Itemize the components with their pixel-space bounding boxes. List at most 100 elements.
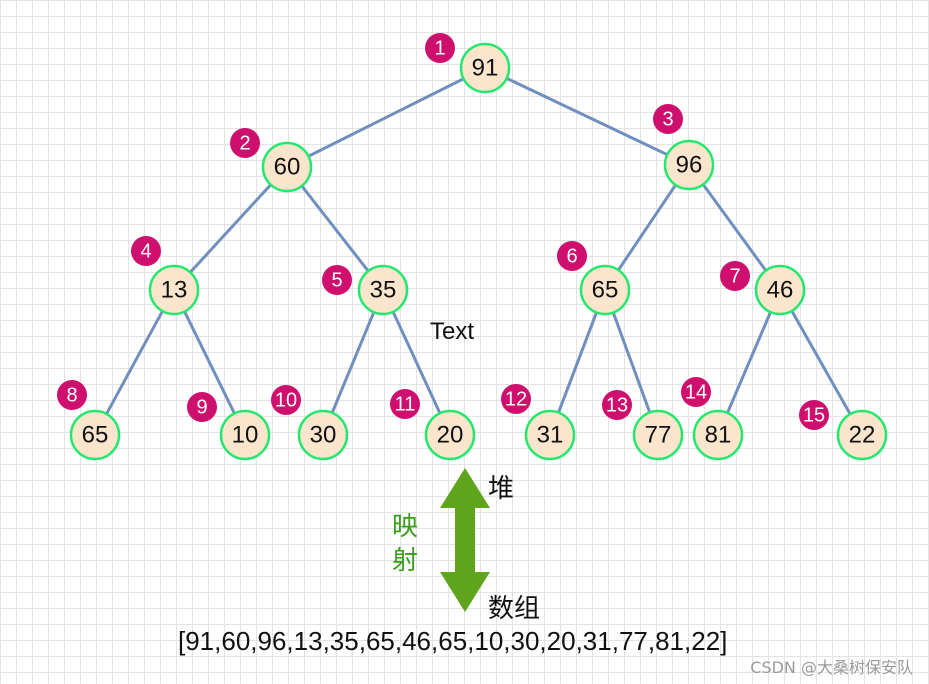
tree-node-circle	[836, 409, 888, 461]
index-badge: 3	[653, 104, 683, 134]
index-badge-circle	[187, 392, 217, 422]
watermark: CSDN @大桑树保安队	[750, 658, 913, 677]
tree-edge	[188, 183, 273, 274]
tree-node-circle	[297, 409, 349, 461]
tree-edge	[616, 183, 678, 272]
index-badge: 4	[131, 236, 161, 266]
tree-node-value: 13	[161, 276, 188, 303]
mapping-label: 映 射	[392, 510, 422, 578]
index-badge-label: 11	[395, 393, 416, 415]
index-badge-label: 14	[685, 381, 707, 403]
index-badge: 7	[720, 261, 750, 291]
index-badge: 12	[501, 384, 531, 414]
index-badge-circle	[557, 241, 587, 271]
tree-node-circle	[692, 409, 744, 461]
tree-node-circle	[219, 409, 271, 461]
tree-node-circle	[754, 264, 806, 316]
index-badge-label: 6	[566, 245, 577, 267]
tree-node-value: 20	[437, 421, 464, 448]
mapping-label-line1: 映	[392, 512, 419, 542]
tree-node: 10	[219, 409, 271, 461]
heap-label: 堆	[488, 474, 515, 504]
stray-text-label: Text	[430, 318, 475, 345]
tree-node: 77	[632, 409, 684, 461]
tree-edge	[790, 309, 852, 416]
index-badge-label: 5	[331, 269, 342, 291]
index-badge: 11	[390, 389, 420, 419]
tree-node-value: 31	[537, 421, 564, 448]
tree-edge	[725, 310, 773, 415]
tree-node-value: 46	[767, 276, 794, 303]
index-badge: 8	[57, 380, 87, 410]
tree-node-circle	[261, 141, 313, 193]
tree-node: 20	[424, 409, 476, 461]
tree-node-circle	[632, 409, 684, 461]
index-badge: 9	[187, 392, 217, 422]
tree-node-value: 10	[232, 421, 259, 448]
index-badge-label: 9	[196, 396, 207, 418]
tree-node-value: 77	[645, 421, 672, 448]
tree-node: 65	[579, 264, 631, 316]
tree-node-value: 60	[274, 153, 301, 180]
tree-node-value: 65	[592, 276, 619, 303]
tree-node-value: 30	[310, 421, 337, 448]
tree-node: 13	[148, 264, 200, 316]
tree-node-circle	[148, 264, 200, 316]
tree-node-circle	[663, 139, 715, 191]
tree-node-value: 35	[370, 276, 397, 303]
tree-edge	[330, 310, 376, 415]
index-badge-label: 3	[662, 108, 673, 130]
index-badge-label: 8	[66, 384, 77, 406]
tree-node: 81	[692, 409, 744, 461]
index-badge-label: 1	[434, 37, 445, 59]
tree-node-value: 81	[705, 421, 732, 448]
index-badge-label: 12	[505, 388, 527, 410]
tree-edge	[183, 310, 236, 415]
index-badge: 15	[799, 400, 829, 430]
tree-edge	[300, 184, 370, 273]
index-badge-circle	[131, 236, 161, 266]
index-badge-circle	[799, 400, 829, 430]
tree-node-value: 96	[676, 151, 703, 178]
tree-node-circle	[459, 42, 511, 94]
index-badge-label: 2	[239, 132, 250, 154]
index-badge-label: 4	[140, 240, 151, 262]
index-badge: 6	[557, 241, 587, 271]
tree-node: 46	[754, 264, 806, 316]
index-badge: 13	[602, 390, 632, 420]
tree-node: 65	[69, 409, 121, 461]
index-badge-label: 15	[803, 404, 825, 426]
index-badge-circle	[271, 385, 301, 415]
tree-node: 22	[836, 409, 888, 461]
tree-node: 30	[297, 409, 349, 461]
index-badge-label: 10	[275, 389, 297, 411]
tree-node-value: 22	[849, 421, 876, 448]
tree-edge	[391, 310, 442, 415]
tree-node-value: 91	[472, 54, 499, 81]
index-badge-circle	[57, 380, 87, 410]
tree-node-circle	[424, 409, 476, 461]
tree-node: 31	[524, 409, 576, 461]
index-badge-circle	[425, 33, 455, 63]
index-badge: 1	[425, 33, 455, 63]
index-badge-circle	[653, 104, 683, 134]
tree-node-circle	[524, 409, 576, 461]
tree-node-circle	[357, 264, 409, 316]
index-badge-circle	[681, 377, 711, 407]
array-representation: [91,60,96,13,35,65,46,65,10,30,20,31,77,…	[178, 626, 728, 656]
index-badge-circle	[230, 128, 260, 158]
array-label: 数组	[488, 594, 541, 624]
index-badge-circle	[501, 384, 531, 414]
mapping-label-line2: 射	[392, 546, 419, 576]
index-badge-circle	[322, 265, 352, 295]
tree-edge	[701, 182, 768, 273]
tree-node: 60	[261, 141, 313, 193]
index-badge-label: 7	[729, 265, 740, 287]
tree-node: 91	[459, 42, 511, 94]
index-badge-circle	[720, 261, 750, 291]
index-badge-label: 13	[606, 394, 628, 416]
index-badge: 14	[681, 377, 711, 407]
